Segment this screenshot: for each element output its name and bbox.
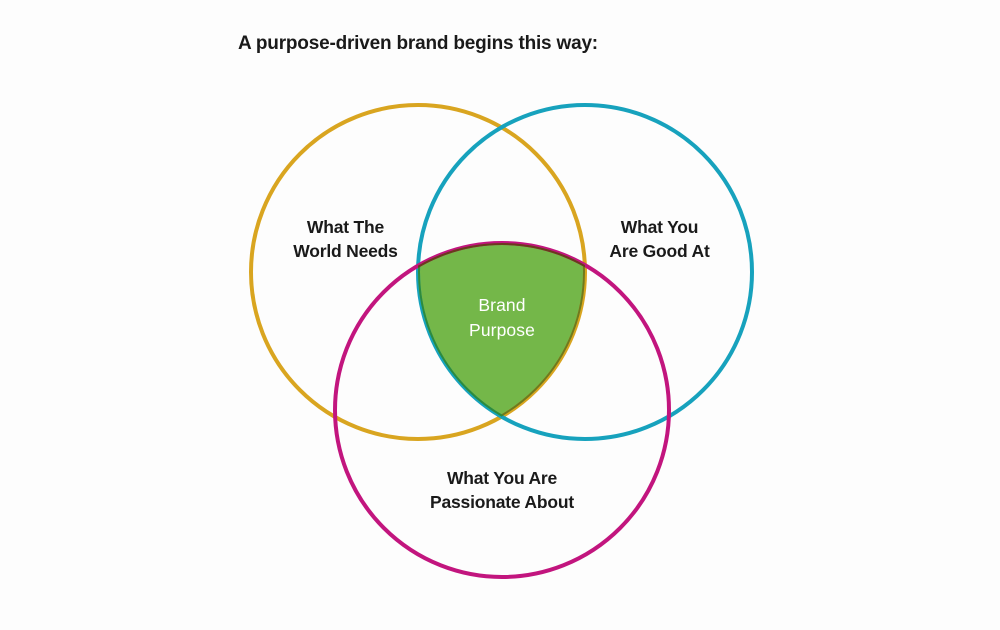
label-what-you-are-passionate-about: What You Are Passionate About (430, 468, 574, 512)
label-what-you-are-good-at: What You Are Good At (609, 217, 710, 261)
label-what-the-world-needs: What The World Needs (293, 217, 398, 261)
label-brand-purpose: Brand Purpose (469, 295, 535, 340)
page-title: A purpose-driven brand begins this way: (238, 33, 598, 54)
